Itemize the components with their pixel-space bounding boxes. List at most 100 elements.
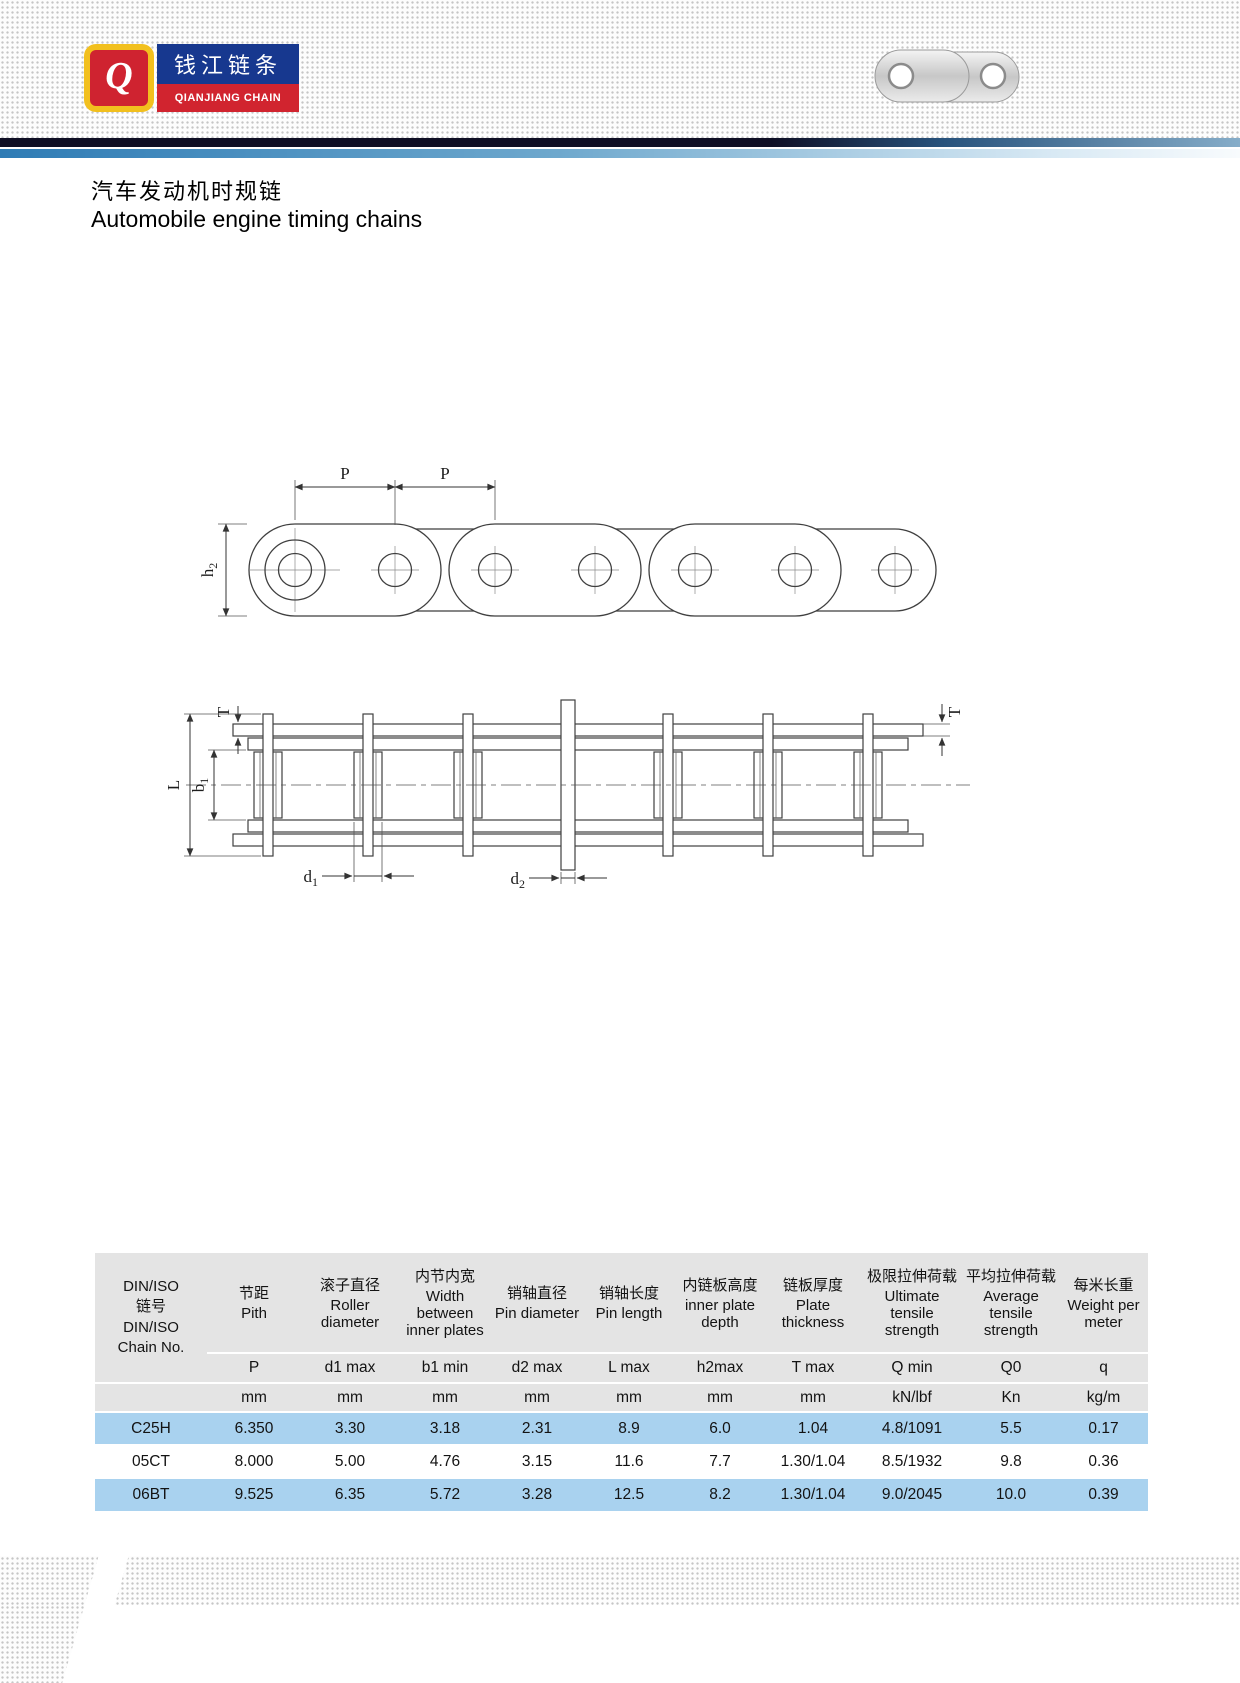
table-cell: 8.5/1932 [861,1444,963,1478]
dim-label-d1: d1 [304,867,319,889]
col-header-pin-length: 销轴长度 Pin length [583,1253,675,1353]
table-row: 05CT 8.000 5.00 4.76 3.15 11.6 7.7 1.30/… [95,1444,1148,1478]
table-header-names-row: DIN/ISO 链号 DIN/ISO Chain No. 节距 Pith 滚子直… [95,1253,1148,1383]
col-header-pitch: 节距 Pith [207,1253,301,1353]
dim-label-h2: h2 [198,563,220,578]
header-dark-bar [0,138,1240,147]
chain-header-line-4: Chain No. [117,1338,185,1356]
table-cell: 5.5 [963,1411,1059,1445]
unit-cell: kg/m [1059,1382,1148,1412]
col-name-en: Pin diameter [494,1305,580,1323]
page-title-cn: 汽车发动机时规链 [91,179,284,204]
unit-cell: Kn [963,1382,1059,1412]
table-cell: 0.17 [1059,1411,1148,1445]
col-name-en: Pith [241,1305,267,1323]
symbol-cell: d2 max [491,1352,583,1383]
dim-label-T-right: T [945,706,964,717]
col-name-cn: 链板厚度 [782,1276,843,1294]
symbol-cell: q [1059,1352,1148,1383]
table-cell: 3.15 [491,1444,583,1478]
table-cell: 8.000 [207,1444,301,1478]
col-name-en: Ultimate tensile strength [884,1288,940,1339]
page-title-en: Automobile engine timing chains [91,206,423,232]
unit-cell: kN/lbf [861,1382,963,1412]
table-cell: 1.04 [765,1411,861,1445]
symbol-cell: L max [583,1352,675,1383]
col-name-en: Average tensile strength [983,1288,1039,1339]
dim-label-T-left: T [214,706,233,717]
dim-label-d2: d2 [511,869,526,891]
col-header-chain-no: DIN/ISO 链号 DIN/ISO Chain No. [95,1253,207,1383]
table-cell: 7.7 [675,1444,765,1478]
table-cell: 5.72 [399,1477,491,1511]
table-cell: 4.8/1091 [861,1411,963,1445]
chain-header-line-2: 链号 [135,1298,166,1316]
table-cell: 6.35 [301,1477,399,1511]
dim-label-pitch-2: P [440,464,449,483]
col-name-cn: 滚子直径 [319,1276,380,1294]
col-name-cn: 每米长重 [1073,1276,1134,1294]
symbol-cell: Q min [861,1352,963,1383]
symbol-cell: b1 min [399,1352,491,1383]
table-cell: 1.30/1.04 [765,1477,861,1511]
table-cell: 9.525 [207,1477,301,1511]
col-header-plate-thickness: 链板厚度 Plate thickness [765,1253,861,1353]
drawing-plan-view: P P h2 [198,464,937,617]
col-name-en: Weight per meter [1067,1296,1140,1331]
table-cell: 6.350 [207,1411,301,1445]
table-cell: 3.30 [301,1411,399,1445]
table-cell: 9.8 [963,1444,1059,1478]
header-halftone-band [0,0,1240,138]
brand-name-cn: 钱江链条 [157,44,299,84]
col-name-cn: 销轴直径 [506,1285,567,1303]
col-header-width-between-inner-plates: 内节内宽 Width between inner plates [399,1253,491,1353]
unit-cell: mm [583,1382,675,1412]
unit-cell-empty [95,1382,207,1412]
table-cell: 3.18 [399,1411,491,1445]
table-header-symbols-row: P d1 max b1 min d2 max L max h2max T max… [95,1352,1148,1383]
unit-cell: mm [491,1382,583,1412]
spec-table: DIN/ISO 链号 DIN/ISO Chain No. 节距 Pith 滚子直… [95,1253,1148,1511]
table-header-units-row: mm mm mm mm mm mm mm kN/lbf Kn kg/m [95,1382,1148,1412]
drawing-width-view: L b1 T T d1 [168,699,970,891]
unit-cell: mm [399,1382,491,1412]
unit-cell: mm [301,1382,399,1412]
col-header-roller-diameter: 滚子直径 Roller diameter [301,1253,399,1353]
col-header-inner-plate-depth: 内链板高度 inner plate depth [675,1253,765,1353]
unit-cell: mm [207,1382,301,1412]
symbol-cell: d1 max [301,1352,399,1383]
col-header-weight-per-meter: 每米长重 Weight per meter [1059,1253,1148,1353]
logo-letter: Q [105,55,133,97]
table-cell: 11.6 [583,1444,675,1478]
brand-name-en: QIANJIANG CHAIN [157,84,299,112]
logo-emblem-icon: Q [84,44,154,112]
table-cell: 6.0 [675,1411,765,1445]
dim-label-L: L [168,780,183,790]
table-cell: 0.39 [1059,1477,1148,1511]
table-cell: 1.30/1.04 [765,1444,861,1478]
table-cell: 0.36 [1059,1444,1148,1478]
dim-label-b1: b1 [189,778,211,793]
col-name-en: inner plate depth [684,1296,756,1331]
col-header-ultimate-tensile-strength: 极限拉伸荷载 Ultimate tensile strength [861,1253,963,1353]
unit-cell: mm [675,1382,765,1412]
col-name-cn: 节距 [238,1285,269,1303]
col-name-cn: 平均拉伸荷载 [965,1268,1056,1286]
table-cell: 9.0/2045 [861,1477,963,1511]
table-row: 06BT 9.525 6.35 5.72 3.28 12.5 8.2 1.30/… [95,1477,1148,1511]
spec-table-container: DIN/ISO 链号 DIN/ISO Chain No. 节距 Pith 滚子直… [95,1253,1148,1511]
symbol-cell: P [207,1352,301,1383]
symbol-cell: h2max [675,1352,765,1383]
table-cell: 12.5 [583,1477,675,1511]
table-cell: 10.0 [963,1477,1059,1511]
table-cell: 8.2 [675,1477,765,1511]
table-cell: 5.00 [301,1444,399,1478]
col-header-pin-diameter: 销轴直径 Pin diameter [491,1253,583,1353]
col-name-cn: 内链板高度 [682,1276,758,1294]
symbol-cell: T max [765,1352,861,1383]
chain-header-line-3: DIN/ISO [123,1318,179,1336]
chain-header-line-1: DIN/ISO [123,1278,179,1295]
col-name-cn: 内节内宽 [414,1268,475,1286]
symbol-cell: Q0 [963,1352,1059,1383]
